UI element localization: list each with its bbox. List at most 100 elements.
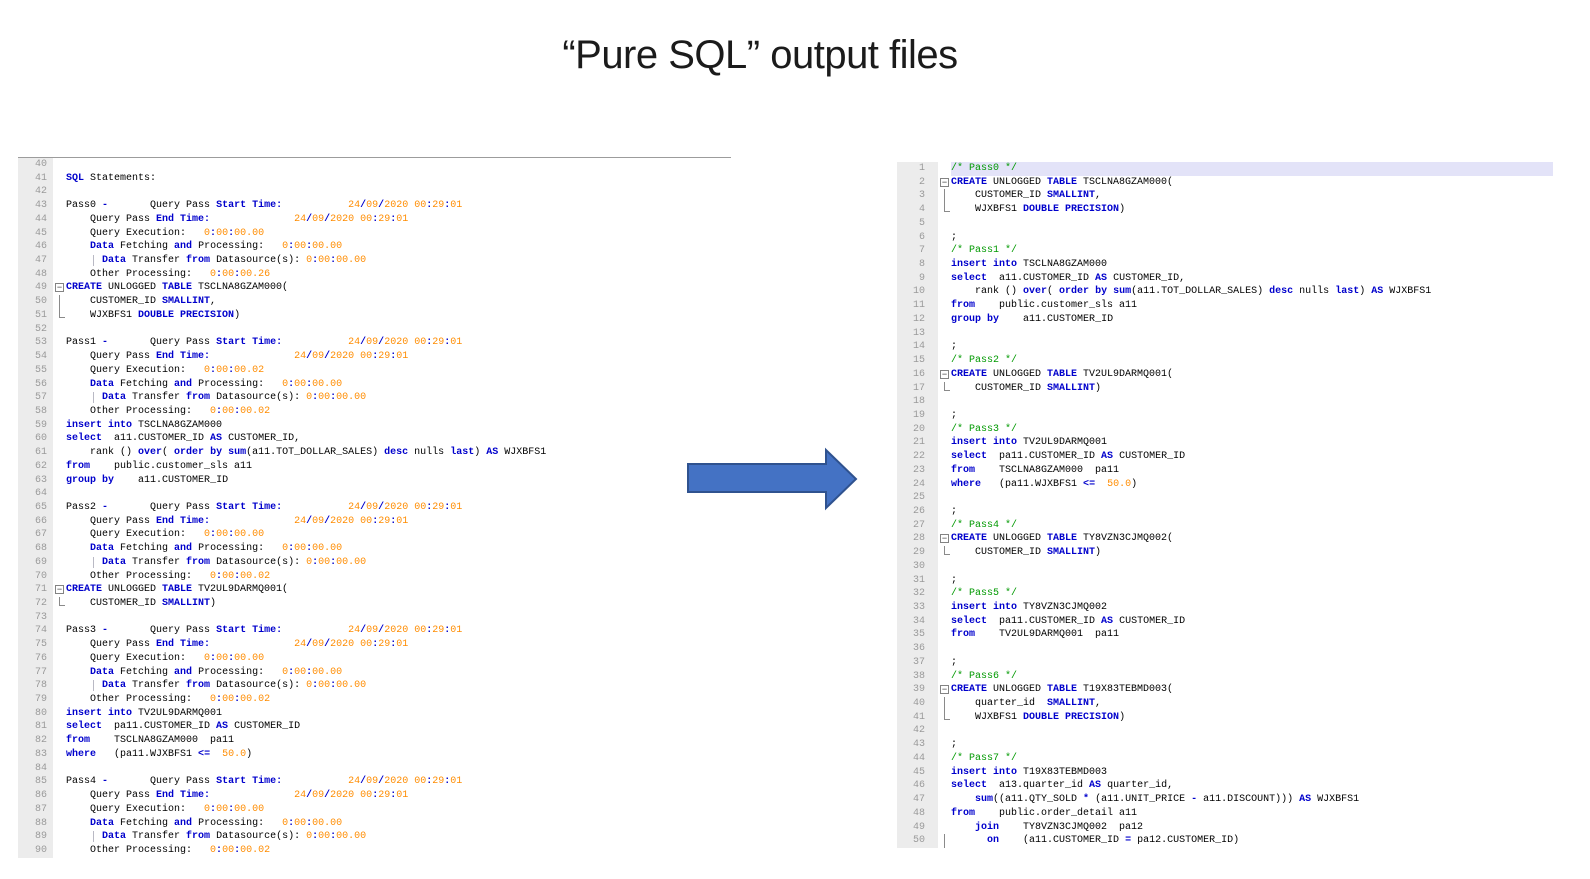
code-line[interactable]: Query Execution: 0:00:00.02 xyxy=(66,364,265,376)
code-line[interactable]: /* Pass3 */ xyxy=(951,423,1018,435)
code-line[interactable] xyxy=(66,762,731,776)
code-line[interactable]: from TV2UL9DARMQ001 pa11 xyxy=(951,629,1120,641)
code-line[interactable]: Data Fetching and Processing: 0:00:00.00 xyxy=(90,543,343,555)
code-line[interactable]: ; xyxy=(951,574,958,586)
code-line[interactable]: select pa11.CUSTOMER_ID AS CUSTOMER_ID xyxy=(66,721,301,733)
code-line[interactable]: Pass0 - Query Pass Start Time: 24/09/202… xyxy=(66,200,463,212)
code-line[interactable]: group by a11.CUSTOMER_ID xyxy=(951,313,1114,325)
code-line[interactable]: /* Pass2 */ xyxy=(951,355,1018,367)
fold-collapse-icon[interactable]: − xyxy=(55,584,64,595)
code-line[interactable]: /* Pass6 */ xyxy=(951,670,1018,682)
code-line[interactable]: /* Pass0 */ xyxy=(951,162,1553,176)
code-line[interactable]: SQL Statements: xyxy=(66,172,157,184)
code-line[interactable]: Data Transfer from Datasource(s): 0:00:0… xyxy=(66,830,731,844)
code-line[interactable]: Other Processing: 0:00:00.02 xyxy=(66,844,271,856)
code-line[interactable]: Pass1 - Query Pass Start Time: 24/09/202… xyxy=(66,337,463,349)
code-line[interactable]: from TSCLNA8GZAM000 pa11 xyxy=(66,735,235,747)
code-line[interactable]: from public.customer_sls a11 xyxy=(951,300,1138,312)
code-line[interactable]: insert into T19X83TEBMD003 xyxy=(951,766,1108,778)
code-line[interactable]: CUSTOMER_ID SMALLINT, xyxy=(66,296,217,308)
code-line[interactable]: Data Transfer from Datasource(s): 0:00:0… xyxy=(66,679,731,693)
code-line[interactable]: CREATE UNLOGGED TABLE TV2UL9DARMQ001( xyxy=(951,368,1174,380)
code-line[interactable] xyxy=(951,560,1553,574)
code-line[interactable]: where (pa11.WJXBFS1 <= 50.0) xyxy=(951,478,1138,490)
code-line[interactable]: rank () over( order by sum(a11.TOT_DOLLA… xyxy=(66,447,547,459)
fold-collapse-icon[interactable]: − xyxy=(55,282,64,293)
code-line[interactable]: Other Processing: 0:00:00.02 xyxy=(66,570,271,582)
code-line[interactable]: Other Processing: 0:00:00.26 xyxy=(66,268,271,280)
code-line[interactable]: from public.order_detail a11 xyxy=(951,807,1138,819)
code-line[interactable]: join TY8VZN3CJMQ002 pa12 xyxy=(975,821,1144,833)
code-line[interactable]: group by a11.CUSTOMER_ID xyxy=(66,474,229,486)
code-line[interactable]: select pa11.CUSTOMER_ID AS CUSTOMER_ID xyxy=(951,451,1186,463)
code-line[interactable] xyxy=(66,487,731,501)
code-line[interactable]: WJXBFS1 DOUBLE PRECISION) xyxy=(951,711,1126,723)
code-line[interactable]: /* Pass5 */ xyxy=(951,588,1018,600)
code-line[interactable]: CREATE UNLOGGED TABLE T19X83TEBMD003( xyxy=(951,684,1174,696)
code-line[interactable]: Data Fetching and Processing: 0:00:00.00 xyxy=(90,241,343,253)
code-line[interactable]: insert into TV2UL9DARMQ001 xyxy=(951,437,1108,449)
code-line[interactable]: ; xyxy=(951,231,958,243)
code-line[interactable]: Query Execution: 0:00:00.00 xyxy=(66,227,265,239)
code-line[interactable]: Query Pass End Time: 24/09/2020 00:29:01 xyxy=(66,351,409,363)
fold-collapse-icon[interactable]: − xyxy=(940,176,949,187)
code-line[interactable]: Other Processing: 0:00:00.02 xyxy=(66,694,271,706)
code-line[interactable]: CUSTOMER_ID SMALLINT) xyxy=(66,598,217,609)
code-line[interactable]: Pass3 - Query Pass Start Time: 24/09/202… xyxy=(66,625,463,637)
code-line[interactable]: Query Pass End Time: 24/09/2020 00:29:01 xyxy=(66,790,409,802)
code-line[interactable]: Query Pass End Time: 24/09/2020 00:29:01 xyxy=(66,515,409,527)
fold-collapse-icon[interactable]: − xyxy=(940,684,949,695)
code-line[interactable]: /* Pass1 */ xyxy=(951,245,1018,257)
code-line[interactable]: from TSCLNA8GZAM000 pa11 xyxy=(951,464,1120,476)
code-line[interactable] xyxy=(66,611,731,625)
code-line[interactable]: CREATE UNLOGGED TABLE TSCLNA8GZAM000( xyxy=(951,176,1174,188)
code-line[interactable]: insert into TSCLNA8GZAM000 xyxy=(66,419,223,431)
code-line[interactable]: on (a11.CUSTOMER_ID = pa12.CUSTOMER_ID) xyxy=(987,835,1240,847)
code-line[interactable]: select a13.quarter_id AS quarter_id, xyxy=(951,780,1174,792)
code-line[interactable]: CUSTOMER_ID SMALLINT) xyxy=(951,382,1102,394)
code-line[interactable]: CUSTOMER_ID SMALLINT, xyxy=(951,190,1102,202)
code-line[interactable]: CREATE UNLOGGED TABLE TSCLNA8GZAM000( xyxy=(66,282,289,294)
code-line[interactable]: Pass2 - Query Pass Start Time: 24/09/202… xyxy=(66,501,463,513)
code-line[interactable] xyxy=(951,491,1553,505)
code-line[interactable]: /* Pass4 */ xyxy=(951,519,1018,531)
code-line[interactable]: CREATE UNLOGGED TABLE TY8VZN3CJMQ002( xyxy=(951,533,1174,545)
code-line[interactable]: WJXBFS1 DOUBLE PRECISION) xyxy=(66,309,241,321)
code-line[interactable]: insert into TV2UL9DARMQ001 xyxy=(66,707,223,719)
code-line[interactable]: ; xyxy=(951,341,958,353)
code-line[interactable]: ; xyxy=(951,409,958,421)
code-line[interactable] xyxy=(66,185,731,199)
code-line[interactable]: Query Execution: 0:00:00.00 xyxy=(66,529,265,541)
code-line[interactable] xyxy=(66,158,731,172)
code-line[interactable]: Data Fetching and Processing: 0:00:00.00 xyxy=(90,666,343,678)
fold-collapse-icon[interactable]: − xyxy=(940,368,949,379)
code-line[interactable]: rank () over( order by sum(a11.TOT_DOLLA… xyxy=(951,286,1432,298)
fold-collapse-icon[interactable]: − xyxy=(940,533,949,544)
code-line[interactable]: ; xyxy=(951,656,958,668)
code-line[interactable]: CREATE UNLOGGED TABLE TV2UL9DARMQ001( xyxy=(66,584,289,596)
code-line[interactable] xyxy=(951,724,1553,738)
code-line[interactable]: select a11.CUSTOMER_ID AS CUSTOMER_ID, xyxy=(66,433,301,445)
code-line[interactable]: where (pa11.WJXBFS1 <= 50.0) xyxy=(66,748,253,760)
code-line[interactable]: Query Pass End Time: 24/09/2020 00:29:01 xyxy=(66,639,409,651)
code-line[interactable]: ; xyxy=(951,739,958,751)
code-line[interactable]: select pa11.CUSTOMER_ID AS CUSTOMER_ID xyxy=(951,615,1186,627)
code-line[interactable]: insert into TSCLNA8GZAM000 xyxy=(951,259,1108,271)
code-line[interactable] xyxy=(951,217,1553,231)
code-line[interactable]: /* Pass7 */ xyxy=(951,752,1018,764)
code-line[interactable]: Data Fetching and Processing: 0:00:00.00 xyxy=(90,378,343,390)
code-line[interactable]: sum((a11.QTY_SOLD * (a11.UNIT_PRICE - a1… xyxy=(975,794,1360,806)
code-line[interactable]: Pass4 - Query Pass Start Time: 24/09/202… xyxy=(66,776,463,788)
code-line[interactable]: CUSTOMER_ID SMALLINT) xyxy=(951,547,1102,559)
code-line[interactable]: Data Transfer from Datasource(s): 0:00:0… xyxy=(66,254,731,268)
code-line[interactable]: from public.customer_sls a11 xyxy=(66,460,253,472)
code-line[interactable]: quarter_id SMALLINT, xyxy=(951,698,1102,710)
code-line[interactable]: Query Execution: 0:00:00.00 xyxy=(66,803,265,815)
code-line[interactable] xyxy=(951,642,1553,656)
code-line[interactable]: Other Processing: 0:00:00.02 xyxy=(66,405,271,417)
code-line[interactable]: Query Pass End Time: 24/09/2020 00:29:01 xyxy=(66,213,409,225)
code-line[interactable]: WJXBFS1 DOUBLE PRECISION) xyxy=(951,204,1126,216)
code-line[interactable]: insert into TY8VZN3CJMQ002 xyxy=(951,602,1108,613)
code-line[interactable]: Data Transfer from Datasource(s): 0:00:0… xyxy=(66,556,731,570)
code-line[interactable]: select a11.CUSTOMER_ID AS CUSTOMER_ID, xyxy=(951,272,1186,284)
